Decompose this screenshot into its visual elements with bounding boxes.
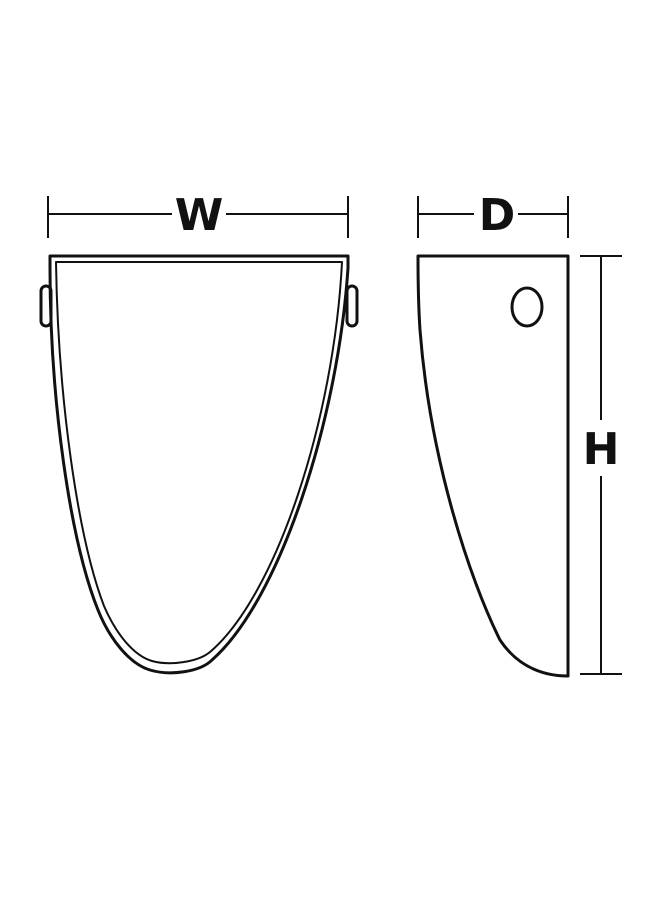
- width-label: W: [175, 190, 224, 241]
- side-view: [416, 254, 570, 678]
- width-dimension: [47, 196, 349, 238]
- front-view-left-mount-tab: [39, 284, 53, 328]
- side-view-outline: [416, 254, 570, 678]
- height-label: H: [583, 424, 620, 475]
- front-view-outer-outline: [48, 254, 350, 675]
- height-dimension: [580, 255, 622, 675]
- depth-label: D: [479, 190, 516, 241]
- side-view-mount-hole: [510, 286, 544, 328]
- front-view-right-mount-tab: [345, 284, 359, 328]
- front-view-inner-rim: [55, 261, 343, 665]
- front-view: [39, 254, 359, 675]
- depth-dimension: [417, 196, 569, 238]
